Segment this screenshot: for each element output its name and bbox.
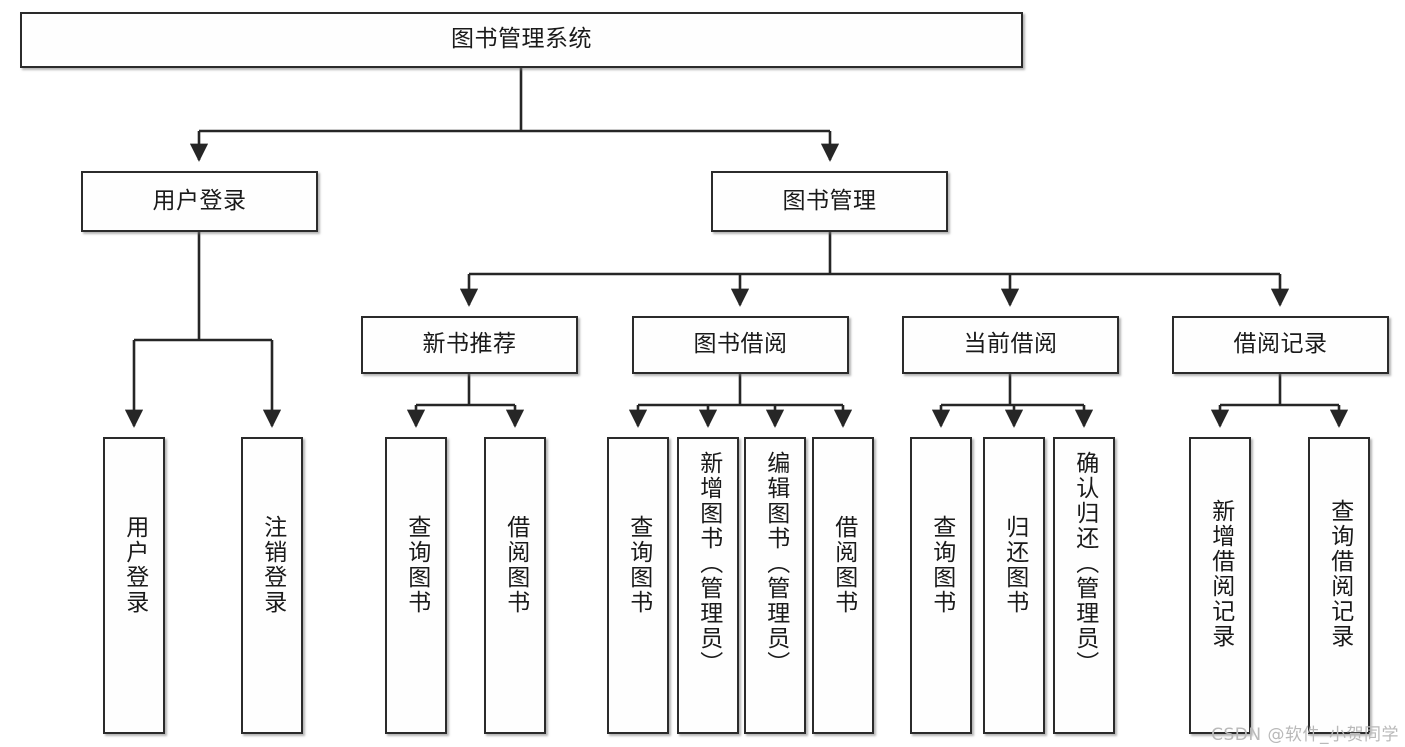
node-label: 新增借阅记录 [1207, 499, 1234, 649]
node-label: 借阅图书 [830, 515, 857, 615]
node-label: 查询借阅记录 [1326, 499, 1353, 649]
node-current-borrow[interactable]: 当前借阅 [902, 316, 1119, 374]
node-label: 用户登录 [121, 515, 148, 615]
node-leaf-user-login[interactable]: 用户登录 [103, 437, 165, 734]
node-label: 图书管理 [782, 187, 877, 214]
node-leaf-query-book-2[interactable]: 查询图书 [607, 437, 669, 734]
node-label: 当前借阅 [963, 331, 1058, 358]
node-new-book-recommend[interactable]: 新书推荐 [361, 316, 578, 374]
node-leaf-query-borrow-record[interactable]: 查询借阅记录 [1308, 437, 1370, 734]
node-root-book-management-system[interactable]: 图书管理系统 [20, 12, 1023, 68]
node-leaf-borrow-book-1[interactable]: 借阅图书 [484, 437, 546, 734]
node-leaf-add-book-admin[interactable]: 新增图书（管理员） [677, 437, 739, 734]
node-label: 注销登录 [259, 515, 286, 615]
node-leaf-edit-book-admin[interactable]: 编辑图书（管理员） [744, 437, 806, 734]
node-leaf-logout-login[interactable]: 注销登录 [241, 437, 303, 734]
node-label: 新书推荐 [422, 331, 517, 358]
node-label: 归还图书 [1001, 515, 1028, 615]
node-leaf-query-book-1[interactable]: 查询图书 [385, 437, 447, 734]
node-label: 查询图书 [625, 515, 652, 615]
node-label: 确认归还（管理员） [1071, 451, 1098, 676]
node-label: 查询图书 [403, 515, 430, 615]
watermark-text: CSDN @软件_小贺同学 [1211, 725, 1399, 745]
node-leaf-borrow-book-2[interactable]: 借阅图书 [812, 437, 874, 734]
node-label: 查询图书 [928, 515, 955, 615]
node-label: 借阅记录 [1233, 331, 1328, 358]
node-user-login[interactable]: 用户登录 [81, 171, 318, 232]
node-label: 借阅图书 [502, 515, 529, 615]
node-label: 编辑图书（管理员） [762, 451, 789, 676]
node-label: 新增图书（管理员） [695, 451, 722, 676]
node-label: 用户登录 [152, 187, 247, 214]
node-label: 图书管理系统 [451, 26, 592, 53]
node-book-management[interactable]: 图书管理 [711, 171, 948, 232]
node-leaf-return-book[interactable]: 归还图书 [983, 437, 1045, 734]
node-book-borrow[interactable]: 图书借阅 [632, 316, 849, 374]
node-leaf-query-book-3[interactable]: 查询图书 [910, 437, 972, 734]
node-leaf-confirm-return-admin[interactable]: 确认归还（管理员） [1053, 437, 1115, 734]
node-label: 图书借阅 [693, 331, 788, 358]
node-borrow-record[interactable]: 借阅记录 [1172, 316, 1389, 374]
node-leaf-add-borrow-record[interactable]: 新增借阅记录 [1189, 437, 1251, 734]
